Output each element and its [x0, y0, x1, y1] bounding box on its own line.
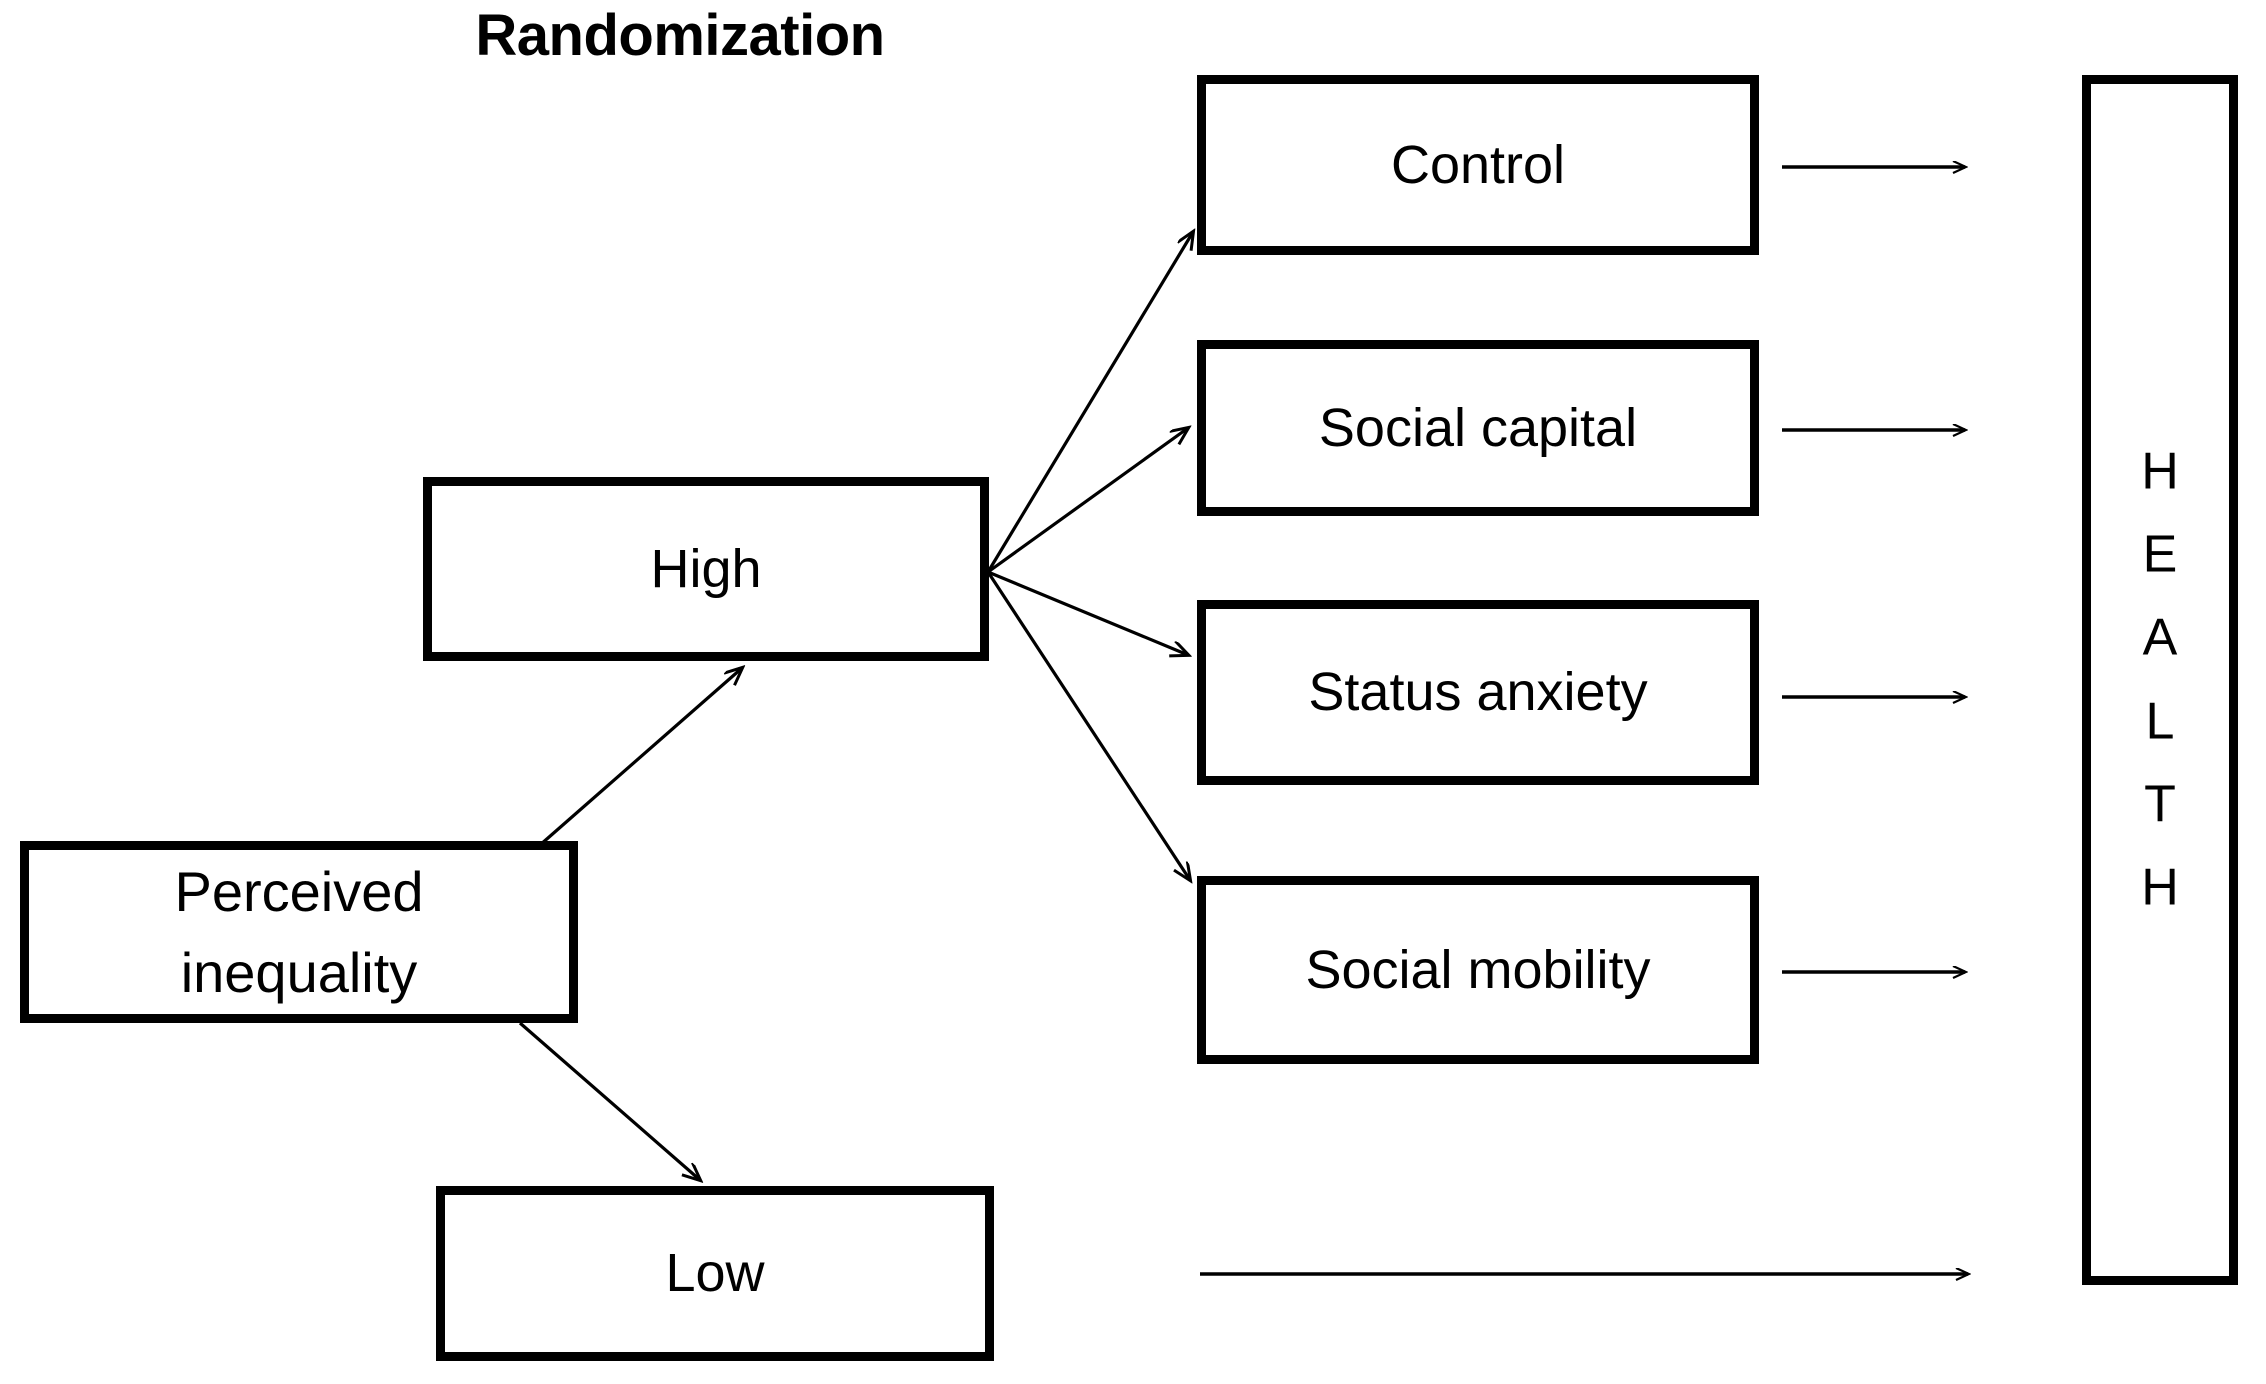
health-letter: A [2142, 608, 2178, 667]
edge-perceived-to-high [538, 668, 742, 847]
edge-perceived-to-low [518, 1021, 700, 1180]
health-letter: T [2144, 775, 2176, 834]
edge-high-to-control [986, 232, 1193, 573]
health-letter: H [2141, 442, 2179, 501]
node-status-anxiety[interactable]: Status anxiety [1197, 600, 1759, 785]
edge-high-to-social-capital [987, 428, 1188, 574]
node-control[interactable]: Control [1197, 75, 1759, 255]
edge-high-to-status-anxiety [987, 570, 1188, 655]
node-high[interactable]: High [423, 477, 989, 661]
health-letter: L [2145, 692, 2175, 750]
node-social-mobility[interactable]: Social mobility [1197, 876, 1759, 1064]
edge-high-to-social-mobility [986, 571, 1190, 880]
health-letter: E [2142, 525, 2178, 584]
health-letter: H [2141, 858, 2179, 917]
node-perceived-inequality[interactable]: Perceived inequality [20, 841, 578, 1023]
node-social-capital[interactable]: Social capital [1197, 340, 1759, 516]
diagram-title: Randomization [475, 3, 885, 68]
node-low[interactable]: Low [436, 1186, 994, 1361]
